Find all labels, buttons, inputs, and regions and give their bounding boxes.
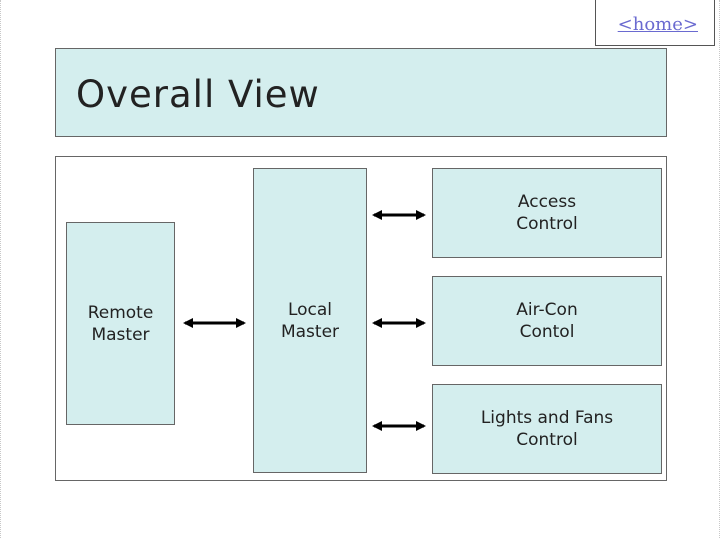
remote-master-box: Remote Master [66,222,175,425]
lights-fans-control-box: Lights and Fans Control [432,384,662,474]
aircon-control-box: Air-Con Contol [432,276,662,366]
home-link-label[interactable]: <home> [617,14,698,35]
local-master-box: Local Master [253,168,367,473]
home-link[interactable]: <home> [595,0,715,46]
access-control-box: Access Control [432,168,662,258]
page-title: Overall View [76,73,320,116]
title-banner: Overall View [55,48,667,137]
